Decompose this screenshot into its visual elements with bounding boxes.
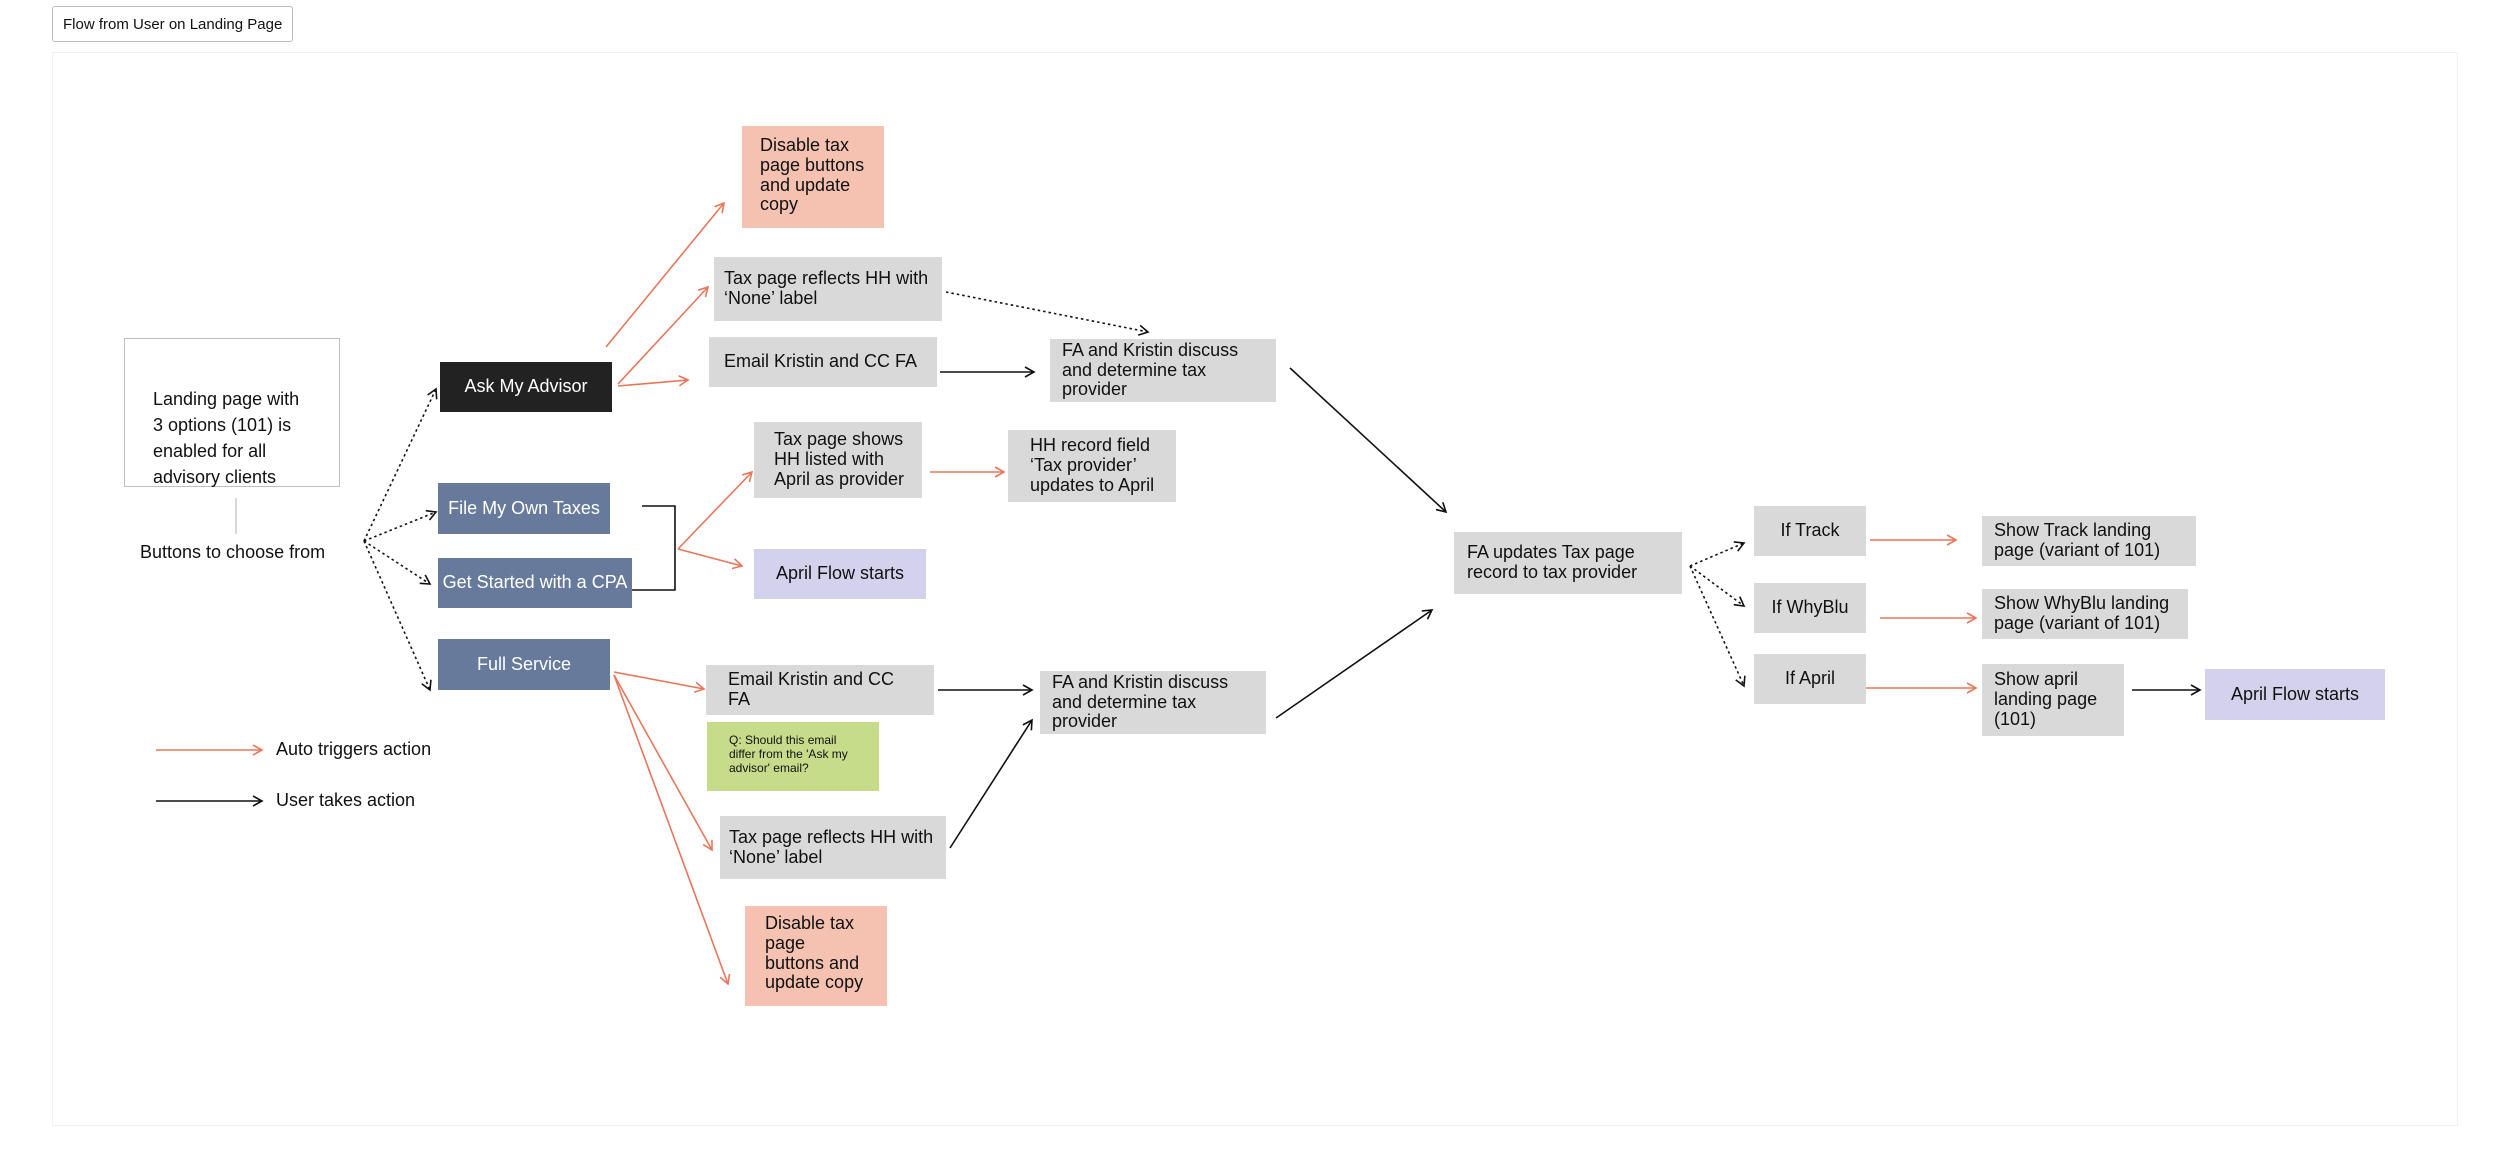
advisor-discuss-text: FA and Kristin discuss and determine tax… [1062,339,1239,400]
advisor-email-box: Email Kristin and CC FA [709,337,937,387]
if-track-box: If Track [1754,506,1866,556]
self-shows-april-text: Tax page shows HH listed with April as p… [774,429,905,489]
self-april-flow-box: April Flow starts [754,549,926,599]
advisor-none-label-text: Tax page reflects HH with ‘None’ label [724,268,929,308]
landing-page-note: Landing page with 3 options (101) is ena… [124,338,340,487]
canvas-title[interactable]: Flow from User on Landing Page [52,6,294,42]
show-track-box: Show Track landing page (variant of 101) [1982,516,2196,566]
file-my-own-taxes-button[interactable]: File My Own Taxes [438,483,610,534]
canvas-frame [52,52,2458,1126]
advisor-discuss-box: FA and Kristin discuss and determine tax… [1050,339,1276,402]
full-question-note: Q: Should this email differ from the 'As… [707,722,879,791]
full-discuss-box: FA and Kristin discuss and determine tax… [1040,671,1266,734]
advisor-disable-buttons-box: Disable tax page buttons and update copy [742,126,884,228]
legend-auto-label: Auto triggers action [276,739,432,759]
full-discuss-text: FA and Kristin discuss and determine tax… [1052,671,1229,732]
advisor-disable-text: Disable tax page buttons and update copy [760,135,865,215]
full-disable-buttons-box: Disable tax page buttons and update copy [745,906,887,1006]
advisor-none-label-box: Tax page reflects HH with ‘None’ label [714,257,942,321]
if-whyblu-box: If WhyBlu [1754,583,1866,633]
full-disable-text: Disable tax page buttons and update copy [765,913,864,993]
full-service-button[interactable]: Full Service [438,639,610,690]
show-april-box: Show april landing page (101) [1982,664,2124,736]
advisor-email-text: Email Kristin and CC FA [724,351,918,372]
show-track-text: Show Track landing page (variant of 101) [1994,520,2161,560]
fa-update-record-box: FA updates Tax page record to tax provid… [1454,532,1682,594]
full-email-text: Email Kristin and CC FA [728,669,895,709]
buttons-caption: Buttons to choose from [140,542,326,562]
legend-user-label: User takes action [276,790,416,810]
landing-page-text: Landing page with 3 options (101) is ena… [153,389,300,488]
ask-my-advisor-button[interactable]: Ask My Advisor [440,362,612,412]
self-field-update-text: HH record field ‘Tax provider’ updates t… [1030,435,1155,495]
show-whyblu-box: Show WhyBlu landing page (variant of 101… [1982,589,2188,639]
full-none-label-box: Tax page reflects HH with ‘None’ label [720,816,946,879]
if-april-box: If April [1754,654,1866,704]
self-field-update-box: HH record field ‘Tax provider’ updates t… [1008,430,1176,502]
get-started-cpa-button[interactable]: Get Started with a CPA [438,558,632,608]
full-none-label-text: Tax page reflects HH with ‘None’ label [729,826,934,867]
fa-update-record-text: FA updates Tax page record to tax provid… [1467,542,1638,582]
full-question-text: Q: Should this email differ from the 'As… [729,733,848,775]
provider-april-flow-box: April Flow starts [2205,669,2385,720]
show-april-text: Show april landing page (101) [1994,669,2098,729]
show-whyblu-text: Show WhyBlu landing page (variant of 101… [1994,593,2170,633]
self-shows-april-box: Tax page shows HH listed with April as p… [754,422,922,498]
full-email-box: Email Kristin and CC FA [706,665,934,715]
